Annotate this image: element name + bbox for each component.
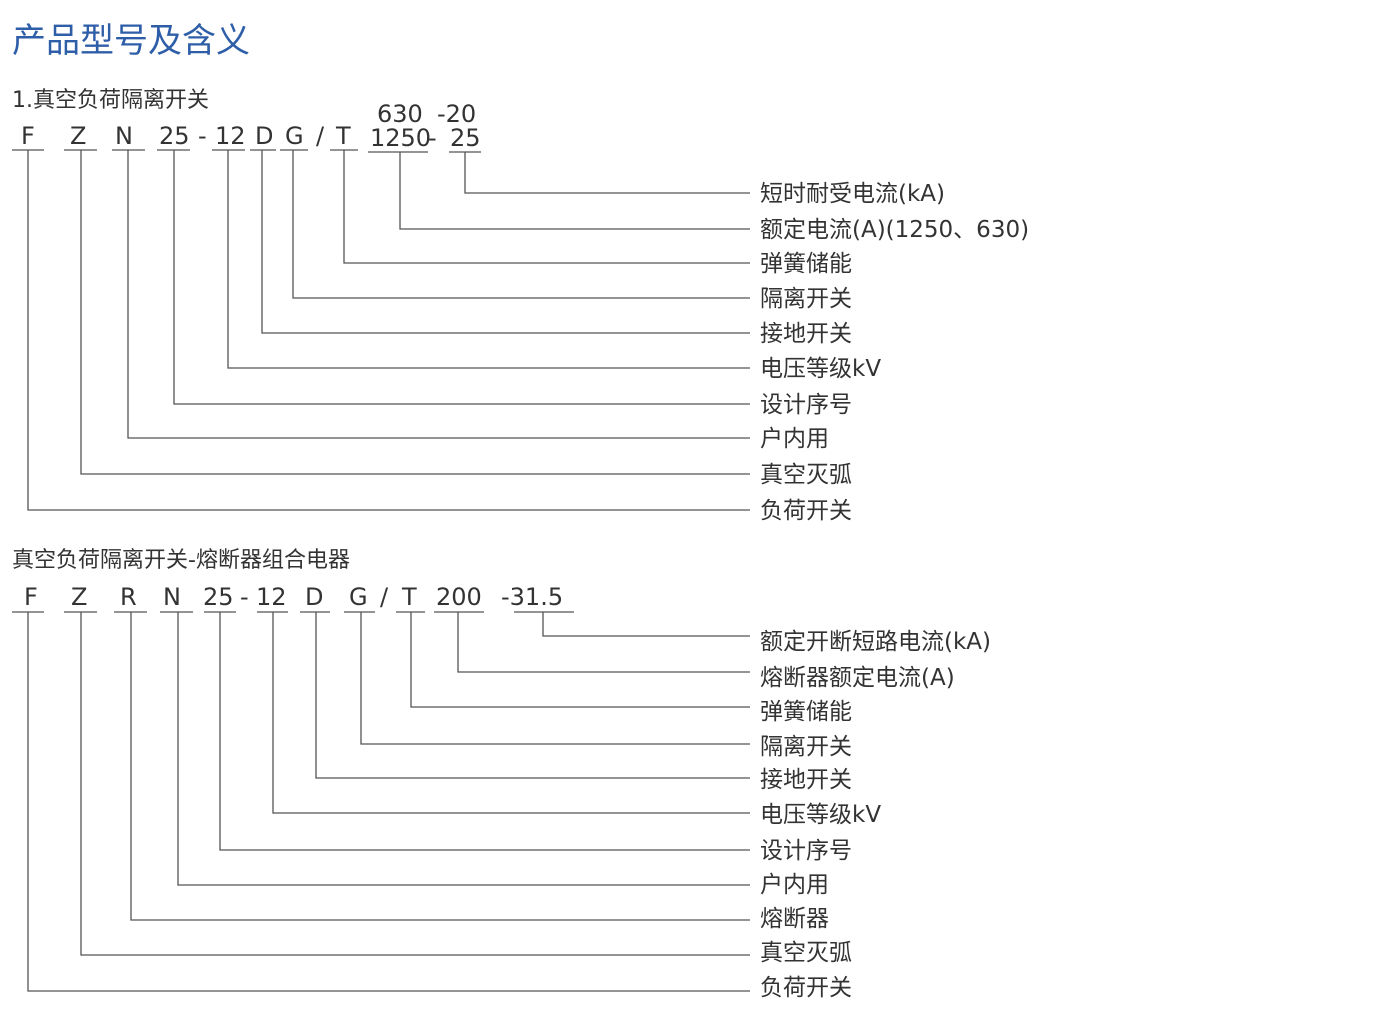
s1-meaning-isolator: 隔离开关 xyxy=(760,286,852,312)
s2-connector-fuse xyxy=(130,612,750,921)
s2-code-G: G xyxy=(349,583,368,611)
s1-code-G: G xyxy=(285,122,304,150)
s2-code-31-5: -31.5 xyxy=(501,583,563,611)
s2-code-slash: / xyxy=(380,583,389,611)
s2-meaning-voltage: 电压等级kV xyxy=(760,802,881,828)
s2-meaning-earthing: 接地开关 xyxy=(760,767,852,793)
s2-code-D: D xyxy=(305,583,323,611)
s2-code-R: R xyxy=(120,583,137,611)
s1-connector-design xyxy=(173,150,750,405)
s1-connector-spring xyxy=(343,150,750,264)
s1-code-1250: 1250 xyxy=(370,124,431,152)
s1-connector-rated-current xyxy=(399,152,750,230)
s2-meaning-load: 负荷开关 xyxy=(760,975,852,1001)
s2-meanings: 额定开断短路电流(kA) 熔断器额定电流(A) 弹簧储能 隔离开关 接地开关 电… xyxy=(760,629,991,1001)
s2-meaning-breaking: 额定开断短路电流(kA) xyxy=(760,629,991,655)
s1-code-dash: - xyxy=(198,122,207,150)
s2-meaning-indoor: 户内用 xyxy=(760,872,829,898)
s1-code-25b: 25 xyxy=(450,124,481,152)
s1-short-time-20: -20 xyxy=(437,100,476,128)
page-title: 产品型号及含义 xyxy=(12,21,250,61)
s1-meaning-voltage: 电压等级kV xyxy=(760,356,881,382)
s1-meaning-earthing: 接地开关 xyxy=(760,321,852,347)
s2-connector-spring xyxy=(410,612,750,708)
s1-meaning-design: 设计序号 xyxy=(760,392,852,418)
section-1: 1.真空负荷隔离开关 630 -20 F Z N 25 - 12 D G / T… xyxy=(12,88,1029,524)
s2-meaning-spring: 弹簧储能 xyxy=(760,699,852,725)
s2-code-200: 200 xyxy=(436,583,482,611)
s1-connector-indoor xyxy=(127,150,750,439)
s1-connector-voltage xyxy=(227,150,750,369)
s2-code-25: 25 xyxy=(203,583,234,611)
section-2: 真空负荷隔离开关-熔断器组合电器 F Z R N 25 - 12 D G / T… xyxy=(12,548,991,1001)
s1-meaning-load: 负荷开关 xyxy=(760,498,852,524)
s2-connector-vacuum xyxy=(80,612,750,956)
section-1-heading: 1.真空负荷隔离开关 xyxy=(12,88,209,113)
s1-meaning-rated-current: 额定电流(A)(1250、630) xyxy=(760,217,1029,243)
s1-code-T: T xyxy=(335,122,351,150)
s2-code-T: T xyxy=(401,583,417,611)
s1-meaning-spring: 弹簧储能 xyxy=(760,251,852,277)
s1-connector-isolator xyxy=(292,150,750,299)
s1-code-F: F xyxy=(21,122,35,150)
s1-connector-short-time xyxy=(464,152,750,194)
s2-meaning-vacuum: 真空灭弧 xyxy=(760,940,852,966)
s2-meaning-design: 设计序号 xyxy=(760,838,852,864)
s1-code-12: 12 xyxy=(215,122,246,150)
s2-code-F: F xyxy=(24,583,38,611)
section-2-heading: 真空负荷隔离开关-熔断器组合电器 xyxy=(12,548,350,573)
s1-code-D: D xyxy=(255,122,273,150)
s1-code-slash: / xyxy=(316,122,325,150)
s1-code-N: N xyxy=(115,122,133,150)
s2-connector-fuse-current xyxy=(457,612,750,673)
s2-code-Z: Z xyxy=(71,583,87,611)
s2-connector-design xyxy=(219,612,750,851)
s2-meaning-fuse: 熔断器 xyxy=(760,906,829,932)
s2-connector-load xyxy=(27,612,750,992)
s2-meaning-isolator: 隔离开关 xyxy=(760,734,852,760)
s2-connectors xyxy=(27,612,750,992)
s1-code-25: 25 xyxy=(159,122,190,150)
s1-meaning-short-time: 短时耐受电流(kA) xyxy=(760,181,945,207)
s2-connector-isolator xyxy=(360,612,750,745)
s2-code-dash: - xyxy=(240,583,249,611)
s1-connector-earthing xyxy=(261,150,750,334)
s2-connector-earthing xyxy=(315,612,750,779)
s1-meaning-vacuum: 真空灭弧 xyxy=(760,462,852,488)
s1-connector-load xyxy=(27,150,750,511)
s2-code-12: 12 xyxy=(256,583,287,611)
s2-connector-voltage xyxy=(272,612,750,814)
s1-meanings: 短时耐受电流(kA) 额定电流(A)(1250、630) 弹簧储能 隔离开关 接… xyxy=(760,181,1029,524)
s1-connector-vacuum xyxy=(80,150,750,475)
s2-connector-breaking xyxy=(542,612,750,637)
s1-code-Z: Z xyxy=(70,122,86,150)
s1-code-dash2: - xyxy=(428,124,437,152)
s1-rated-current-630: 630 xyxy=(377,100,423,128)
s2-connector-indoor xyxy=(177,612,750,886)
s1-connectors xyxy=(27,150,750,511)
s2-code-N: N xyxy=(163,583,181,611)
s2-meaning-fuse-current: 熔断器额定电流(A) xyxy=(760,665,955,691)
s1-meaning-indoor: 户内用 xyxy=(760,426,829,452)
